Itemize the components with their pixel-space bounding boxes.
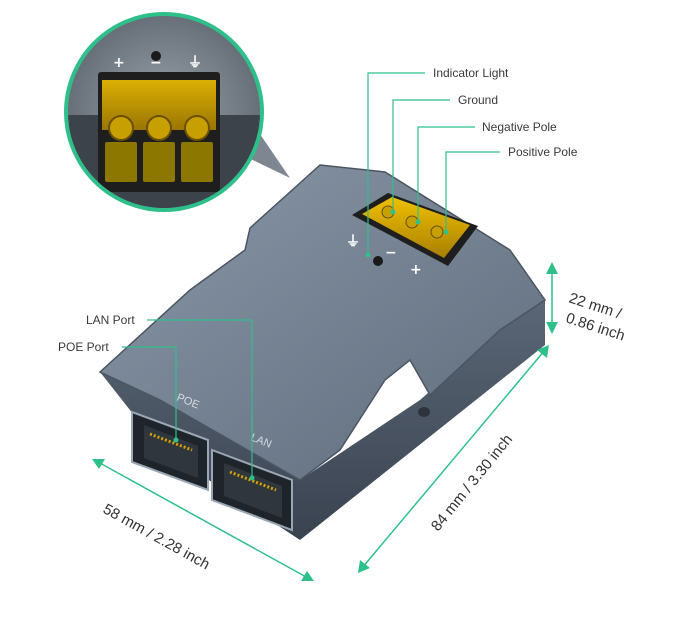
terminal-zoom-callout: + − ⏚ — [64, 12, 290, 212]
zoom-minus-symbol: − — [150, 55, 162, 71]
leader-positive-pole — [445, 151, 500, 232]
leader-indicator-light — [367, 72, 425, 255]
zoom-screw-terminals — [105, 115, 213, 182]
lan-port-callout-label: LAN Port — [86, 313, 135, 327]
negative-pole-label: Negative Pole — [482, 120, 557, 134]
zoom-indicator-light — [151, 51, 161, 61]
poe-port — [131, 410, 209, 492]
dimension-arrows — [92, 262, 558, 581]
lan-port — [211, 448, 293, 532]
leader-ground — [392, 99, 450, 212]
mounting-hole — [418, 407, 430, 417]
width-dimension: 58 mm / 2.28 inch — [100, 501, 213, 574]
leader-poe-port — [122, 346, 177, 440]
poe-port-callout-label: POE Port — [58, 340, 109, 354]
poe-splitter-device: ⏚ − + POE LAN — [98, 164, 547, 540]
ground-symbol: ⏚ — [346, 234, 360, 250]
ground-label: Ground — [458, 93, 498, 107]
zoom-plus-symbol: + — [113, 55, 125, 71]
terminal-block — [352, 193, 478, 266]
leader-negative-pole — [417, 126, 475, 222]
length-dimension: 84 mm / 3.30 inch — [428, 431, 516, 534]
leader-lan-port — [147, 319, 253, 478]
zoom-ground-symbol: ⏚ — [188, 55, 202, 71]
plus-symbol: + — [410, 262, 422, 278]
width-arrow-line — [97, 461, 309, 579]
minus-symbol: − — [385, 245, 397, 261]
indicator-light-label: Indicator Light — [433, 66, 509, 80]
length-arrow-line — [361, 349, 546, 569]
callout-leaders — [122, 72, 500, 478]
indicator-light — [373, 256, 383, 266]
positive-pole-label: Positive Pole — [508, 145, 578, 159]
